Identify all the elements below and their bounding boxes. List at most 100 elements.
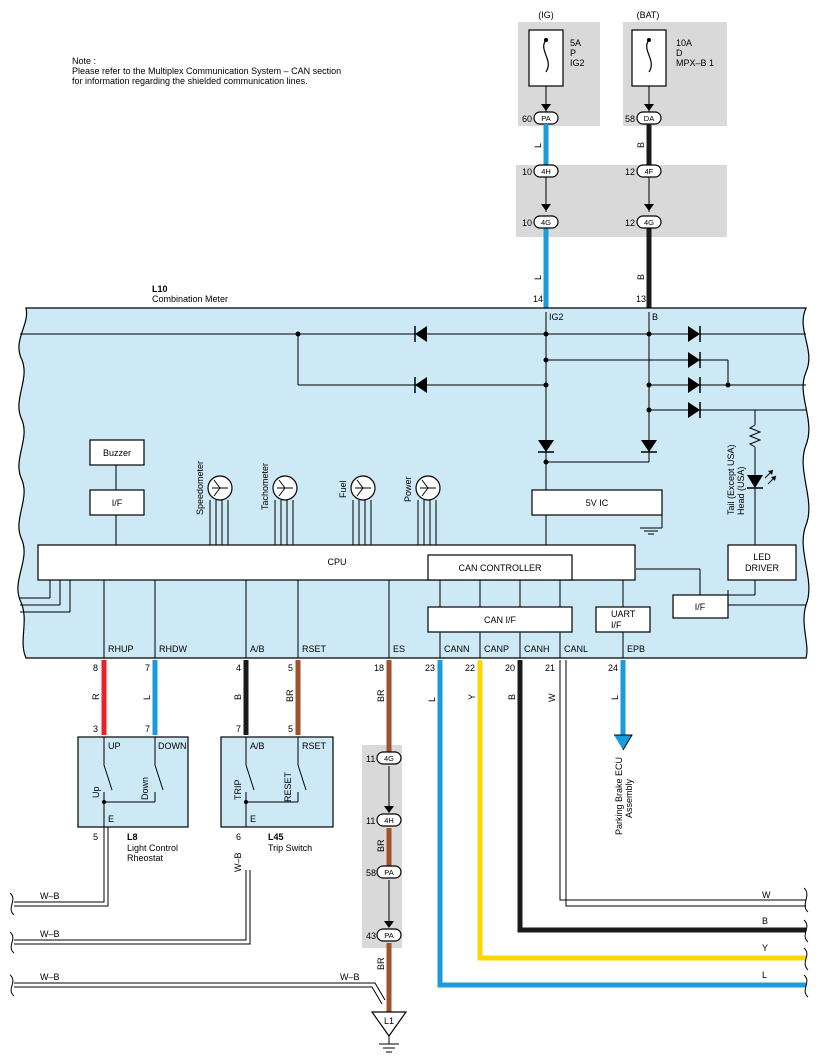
pin-label-canl: CANL [564,644,588,654]
rheostat-name-1: Light Control [127,843,178,853]
note: Note : Please refer to the Multiplex Com… [72,56,341,86]
junction-4g-right-label: 4G [644,218,654,227]
rheostat-sw-up-label: Up [91,786,101,798]
if-right-label: I/F [695,602,706,612]
pin-label-ab: A/B [250,644,265,654]
es-connector-4g-pin: 11 [366,754,375,764]
rheostat-pin-down: 7 [145,724,150,734]
rheostat-code: L8 [127,832,138,842]
rheostat-pin-up: 3 [93,724,98,734]
es-connector-pa-2: PA 43 [366,928,402,942]
fuse-ig-extra: P [570,48,576,58]
ground-l1-code: L1 [384,1016,394,1026]
junction-4h-pin: 10 [522,167,532,177]
buzzer-if-label: I/F [112,498,123,508]
uart-label-2: I/F [611,620,622,630]
gauge-speedometer-label: Speedometer [195,461,205,515]
wire-label-epb: L [610,695,620,700]
can-controller-label: CAN CONTROLLER [458,563,542,573]
led-label-1: Head (USA) [736,466,746,515]
gauge-fuel: Fuel [338,475,376,545]
trip-name: Trip Switch [268,843,312,853]
ground-ic-icon [640,520,663,535]
pin-num-epb: 24 [608,663,618,673]
es-connector-4h: 4H 11 [366,813,402,827]
wire-canl-white-b [565,660,806,907]
buzzer-if-box [89,489,145,516]
junction-4h: 4H 10 [522,164,559,178]
fuse-bat-name: MPX–B 1 [676,58,714,68]
pin-label-rset: RSET [302,644,327,654]
wire-label-ab: B [233,694,243,700]
rheostat-label-up: UP [108,741,121,751]
es-junction-bg-1 [362,745,402,877]
pin-label-rhdw: RHDW [159,644,187,654]
wire-label-rset: BR [285,689,295,702]
can-if-box [427,606,573,633]
es-connector-4g: 4G 11 [366,751,402,765]
rheostat-label-down: DOWN [158,741,187,751]
gauge-fuel-label: Fuel [338,480,348,498]
junction-4f-pin: 12 [625,167,635,177]
meter-pin-b: 13 [636,294,646,304]
bus-label-w: W [762,890,771,900]
gauge-power: Power [403,475,441,545]
es-connector-4h-pin: 11 [366,816,375,826]
diode-5-icon [688,377,701,393]
wire-label-es: BR [376,689,386,702]
epb-target-line1: Parking Brake ECU [614,757,624,835]
buzzer-box [89,439,145,466]
connector-pa-label: PA [541,114,550,123]
pin-num-canl: 21 [545,663,555,673]
es-connector-4h-label: 4H [384,816,394,825]
resistor-icon [748,424,762,448]
rheostat-l8: 3 7 UP DOWN Up Down E 5 L8 Light Control… [77,724,189,863]
can-controller-box [427,554,573,581]
diode-2-icon [414,377,427,393]
fuse-bat-header: (BAT) [637,10,660,20]
note-line-1: Please refer to the Multiplex Communicat… [72,66,341,76]
fuse-bat-extra: D [676,48,683,58]
pin-num-cann: 23 [425,663,435,673]
bus-label-y: Y [762,943,768,953]
pin-num-es: 18 [374,663,384,673]
wire-ig-color-2: L [533,275,543,280]
pin-num-rhup: 8 [93,663,98,673]
meter-pin-labels: RHUP RHDW A/B RSET ES CANN CANP CANH CAN… [108,644,645,654]
ground-wire-end-2-icon [9,931,15,954]
rheostat-box [77,736,189,828]
wire-label-rhdw: L [142,695,152,700]
meter-name: Combination Meter [152,294,228,304]
es-arrow-1-icon [384,806,394,813]
wire-bat-color-1: B [636,142,646,148]
ground-wb-3: W–B [40,972,60,982]
bus-end-b-icon [803,919,809,943]
fuse-bat-rating: 10A [676,38,692,48]
rheostat-sw-down-label: Down [140,777,150,800]
es-connector-4g-label: 4G [384,754,394,763]
note-title: Note : [72,56,96,66]
pin-label-epb: EPB [627,644,645,654]
output-wire-labels: R L B BR BR L Y B W L [91,689,620,702]
es-connector-pa-2-label: PA [384,931,393,940]
trip-pin-ab: 7 [236,724,241,734]
trip-switch-ab-icon [245,764,255,791]
trip-label-ab: A/B [250,741,265,751]
led-driver-label-1: LED [753,552,771,562]
epb-target-line2: Assembly [624,778,634,818]
if-right-box [672,594,729,619]
pin-label-rhup: RHUP [108,644,134,654]
diode-1-icon [414,326,427,342]
gauge-tachometer-label: Tachometer [260,463,270,510]
gauge-power-label: Power [403,476,413,502]
fuse-ig-name: IG2 [570,58,585,68]
fuse-bat-arrow-icon [644,104,654,111]
wire-label-canl: W [547,693,557,702]
diode-3-icon [688,326,701,342]
ground-l1-triangle-icon [370,1011,408,1038]
wire-label-rhup: R [91,693,101,700]
rheostat-name-2: Rheostat [127,853,164,863]
ground-wb-1: W–B [40,891,60,901]
es-connector-pa-1-pin: 58 [366,868,376,878]
pin-label-canp: CANP [484,644,509,654]
